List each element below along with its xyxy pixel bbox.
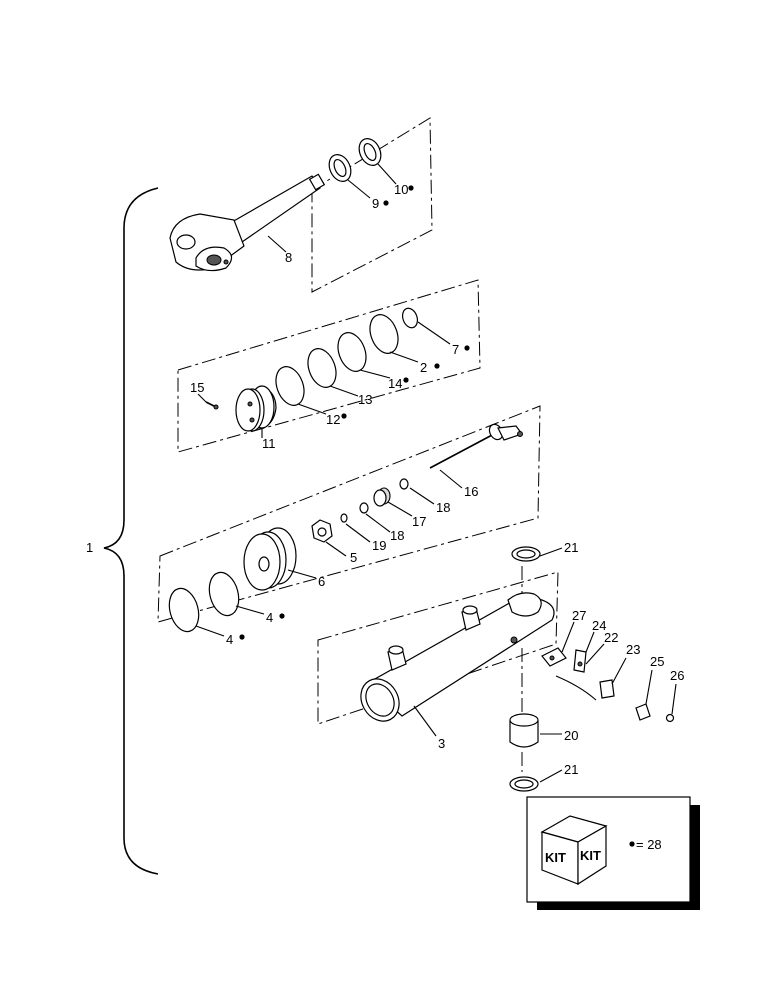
- callout-6: 6: [318, 574, 325, 589]
- o-ring-19: [340, 513, 348, 523]
- piston-6: [243, 527, 297, 591]
- seal-10: [358, 138, 382, 166]
- kit-face-left: KIT: [545, 850, 566, 865]
- dot-2: [434, 363, 440, 369]
- bullet-dot-icon: [629, 841, 635, 847]
- dot-10: [408, 185, 414, 191]
- bracket-23: [555, 675, 615, 701]
- callout-4a: 4: [266, 610, 273, 625]
- group-box-barrel: [317, 571, 559, 725]
- clamp-25: [635, 703, 651, 721]
- spacer-17: [373, 487, 391, 507]
- ring-13: [307, 348, 337, 388]
- callout-4b: 4: [226, 632, 233, 647]
- callout-5: 5: [350, 550, 357, 565]
- kit-box-icon: KIT KIT: [540, 815, 608, 886]
- barrel-3: [360, 592, 555, 722]
- dot-7: [464, 345, 470, 351]
- callout-8: 8: [285, 250, 292, 265]
- callout-16: 16: [464, 484, 478, 499]
- callout-27: 27: [572, 608, 586, 623]
- ring-14: [337, 332, 367, 372]
- ring-4b: [168, 587, 200, 633]
- ring-4a: [208, 571, 240, 617]
- port-boss-left: [387, 645, 407, 671]
- kit-marker-dots: [239, 185, 470, 640]
- callout-25: 25: [650, 654, 664, 669]
- screw-26: [665, 713, 675, 723]
- port-boss-right: [461, 605, 481, 631]
- transducer-16: [429, 423, 523, 469]
- callout-21-bottom: 21: [564, 762, 578, 777]
- washer-18a: [399, 478, 409, 490]
- seal-9: [328, 154, 352, 182]
- callout-14: 14: [388, 376, 402, 391]
- callout-12: 12: [326, 412, 340, 427]
- group-box-inner-parts: [157, 405, 541, 623]
- callout-21-top: 21: [564, 540, 578, 555]
- plate-27: [541, 647, 567, 667]
- pin-15: [205, 401, 219, 410]
- callout-7: 7: [452, 342, 459, 357]
- leader-lines: [195, 163, 677, 783]
- callout-18a: 18: [436, 500, 450, 515]
- ring-12: [275, 366, 305, 406]
- clip-22-24: [573, 649, 587, 673]
- callout-13: 13: [358, 392, 372, 407]
- callout-22: 22: [604, 630, 618, 645]
- dot-9: [383, 200, 389, 206]
- callout-26: 26: [670, 668, 684, 683]
- ring-2: [369, 314, 399, 354]
- dot-4b: [239, 634, 245, 640]
- callout-23: 23: [626, 642, 640, 657]
- callout-11: 11: [262, 436, 276, 451]
- kit-legend: KIT KIT = 28: [526, 796, 700, 910]
- washer-18b: [359, 502, 369, 514]
- assembly-bracket: [103, 187, 159, 875]
- callout-1: 1: [86, 540, 93, 555]
- callout-labels: 1 8 9 10 7 2 14 13 12 11 15 16 18 17 18 …: [86, 182, 684, 777]
- rod-clevis-part: [169, 173, 326, 272]
- callout-19: 19: [372, 538, 386, 553]
- sleeve-20: [509, 713, 539, 748]
- kit-legend-frame: [526, 796, 691, 903]
- dot-14: [403, 377, 409, 383]
- dot-4a: [279, 613, 285, 619]
- group-box-piston: [177, 279, 481, 453]
- kit-equals-28: = 28: [636, 837, 662, 852]
- piston-11: [235, 385, 277, 432]
- bushing-21-top: [511, 546, 541, 562]
- callout-24: 24: [592, 618, 606, 633]
- dot-12: [341, 413, 347, 419]
- callout-10: 10: [394, 182, 408, 197]
- kit-face-right: KIT: [580, 848, 601, 863]
- callout-2: 2: [420, 360, 427, 375]
- bushing-21-bottom: [509, 776, 539, 792]
- callout-17: 17: [412, 514, 426, 529]
- nut-5: [311, 519, 333, 543]
- callout-9: 9: [372, 196, 379, 211]
- o-ring-7: [401, 307, 419, 329]
- group-box-rod: [311, 117, 433, 293]
- callout-20: 20: [564, 728, 578, 743]
- callout-15: 15: [190, 380, 204, 395]
- callout-18b: 18: [390, 528, 404, 543]
- callout-3: 3: [438, 736, 445, 751]
